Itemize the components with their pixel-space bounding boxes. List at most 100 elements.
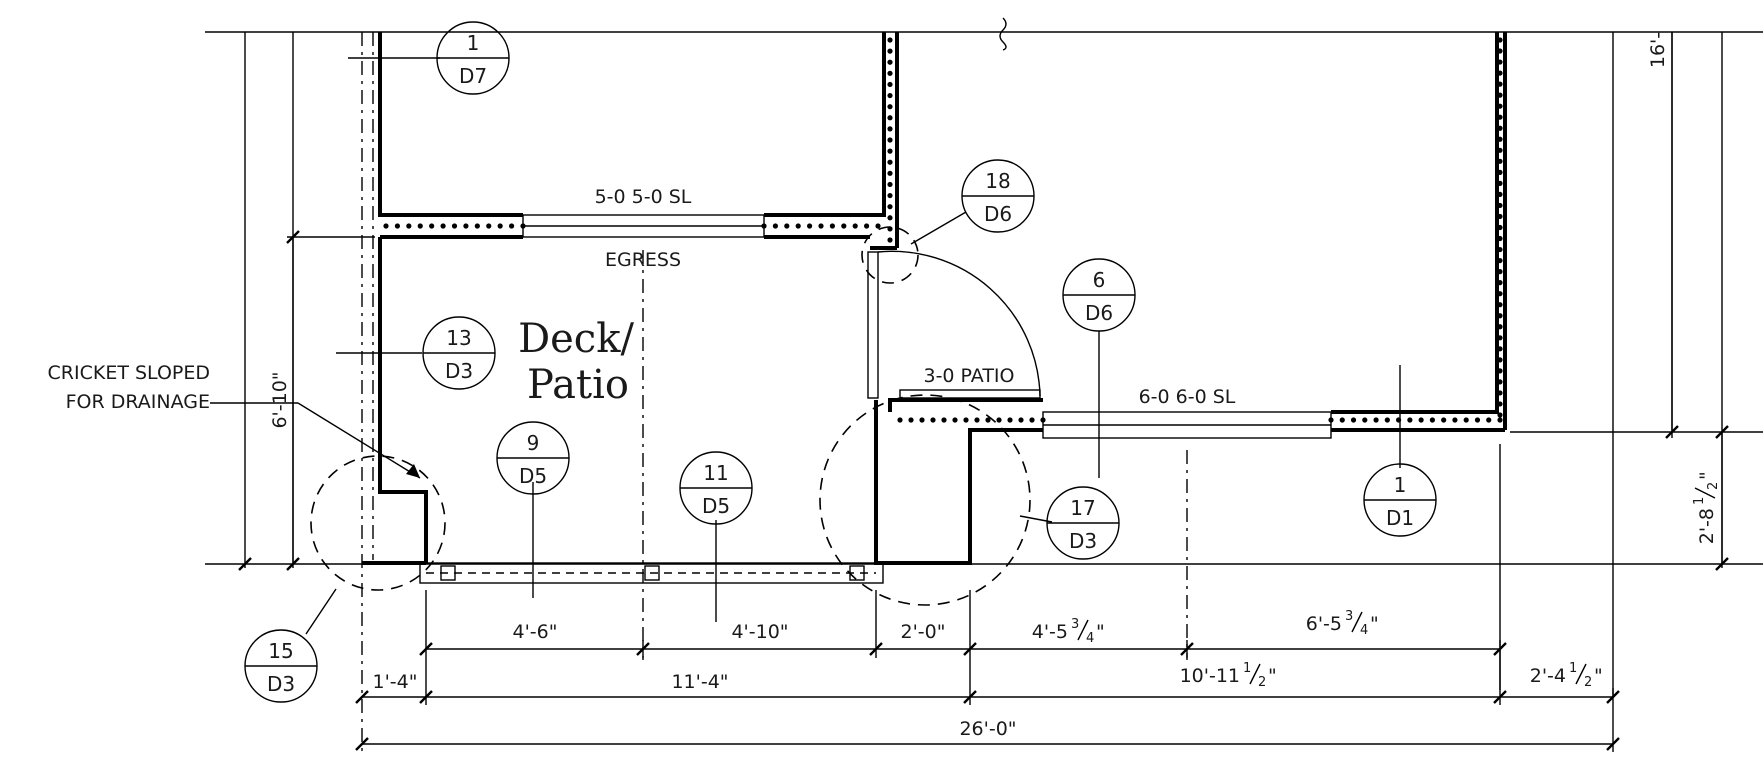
insulation-bead — [1463, 417, 1469, 423]
detail-number: 6 — [1093, 268, 1106, 292]
detail-sheet: D7 — [459, 64, 487, 88]
detail-sheet: D1 — [1386, 506, 1414, 530]
dim-fraction-text: 6'-5 3 4 " — [1306, 609, 1379, 638]
insulation-bead — [952, 417, 958, 423]
insulation-bead — [829, 223, 836, 229]
detail-number: 17 — [1070, 496, 1095, 520]
dim-fraction-text: 10'-11 1 2 " — [1180, 661, 1277, 690]
dim-fraction-text: 4'-5 3 4 " — [1032, 617, 1105, 646]
deck-beam — [419, 562, 884, 584]
svg-text:2'-8: 2'-8 — [1696, 508, 1718, 544]
detail-bubble[interactable]: 13 D3 — [422, 316, 496, 390]
dimension-row-1: 4'-6" 4'-10" 2'-0" 4'-5 3 4 " 6'-5 3 4 " — [513, 609, 1379, 646]
insulation-bead — [1497, 291, 1503, 297]
insulation-bead — [1418, 417, 1424, 423]
callout-line2: FOR DRAINAGE — [66, 391, 210, 413]
extension-lines — [205, 32, 1763, 698]
svg-text:2: 2 — [1258, 675, 1266, 690]
insulation-bead — [887, 37, 893, 43]
insulation-bead — [463, 223, 469, 229]
detail-bubble[interactable]: 1 D7 — [436, 21, 510, 95]
insulation-bead — [1497, 269, 1503, 275]
detail-bubble[interactable]: 11 D5 — [679, 451, 753, 525]
dim-text: 11'-4" — [671, 671, 728, 693]
svg-text:2: 2 — [1584, 675, 1592, 690]
upper-window — [522, 214, 765, 238]
svg-text:1: 1 — [1692, 497, 1707, 505]
svg-text:": " — [1096, 621, 1105, 643]
dim-text: 4'-6" — [513, 621, 558, 643]
detail-number: 1 — [467, 31, 480, 55]
svg-text:4'-5: 4'-5 — [1032, 621, 1068, 643]
insulation-bead — [1497, 412, 1503, 418]
detail-number: 1 — [1394, 473, 1407, 497]
svg-text:1: 1 — [1243, 661, 1251, 676]
dim-text: 1'-4" — [373, 671, 418, 693]
insulation-bead — [1497, 401, 1503, 407]
insulation-bead — [1497, 213, 1503, 220]
detail-bubble[interactable]: 18 D6 — [961, 159, 1035, 233]
insulation-bead — [1497, 147, 1503, 153]
insulation-bead — [1497, 313, 1503, 319]
svg-text:": " — [1370, 613, 1379, 635]
detail-circles — [310, 226, 1031, 606]
detail-sheet: D3 — [1069, 529, 1097, 553]
center-lines — [361, 32, 1188, 752]
detail-bubble[interactable]: 6 D6 — [1062, 258, 1136, 332]
insulation-bead — [941, 417, 947, 423]
insulation-bead — [1497, 125, 1503, 131]
insulation-bead — [486, 223, 492, 229]
detail-sheet: D3 — [445, 359, 473, 383]
detail-bubble[interactable]: 15 D3 — [244, 629, 318, 703]
insulation-bead — [1407, 417, 1413, 423]
dimension-ticks — [238, 230, 1729, 751]
opening-labels: 5-0 5-0 SL EGRESS 3-0 PATIO 6-0 6-0 SL — [595, 186, 1236, 408]
dimension-lines — [292, 32, 1723, 752]
svg-text:4: 4 — [1086, 631, 1094, 646]
callout-line1: CRICKET SLOPED — [48, 362, 210, 384]
insulation-bead — [1339, 417, 1345, 423]
patio-door-label: 3-0 PATIO — [923, 365, 1014, 387]
insulation-bead — [1497, 48, 1503, 54]
insulation-bead — [1497, 70, 1503, 76]
svg-text:3: 3 — [1071, 617, 1079, 632]
insulation-bead — [887, 115, 893, 121]
insulation-bead — [1497, 191, 1503, 198]
break-symbol — [999, 17, 1007, 51]
insulation-bead — [887, 192, 893, 199]
insulation-bead — [1497, 103, 1503, 109]
lower-window-label: 6-0 6-0 SL — [1139, 386, 1236, 408]
egress-label: EGRESS — [605, 249, 681, 271]
insulation-bead — [1497, 324, 1503, 330]
insulation-bead — [451, 223, 458, 229]
detail-bubble[interactable]: 1 D1 — [1363, 463, 1437, 537]
insulation-bead — [887, 215, 893, 221]
insulation-bead — [440, 223, 446, 229]
insulation-bead — [841, 223, 847, 229]
insulation-bead — [1497, 59, 1503, 65]
left-vertical-dimension: 6'-10" — [269, 371, 291, 428]
insulation-bead — [1497, 224, 1503, 231]
svg-text:3: 3 — [1345, 609, 1353, 624]
svg-text:": " — [1696, 471, 1718, 480]
insulation-bead — [1497, 390, 1503, 396]
svg-text:1: 1 — [1569, 661, 1577, 676]
svg-text:": " — [1594, 665, 1603, 687]
dim-fraction-text: 2'-4 1 2 " — [1530, 661, 1603, 690]
insulation-bead — [1497, 202, 1503, 209]
detail-bubble[interactable]: 9 D5 — [496, 421, 570, 495]
insulation-bead — [864, 223, 870, 229]
insulation-bead — [1497, 302, 1503, 308]
detail-bubble[interactable]: 17 D3 — [1046, 486, 1120, 560]
insulation-bead — [974, 417, 980, 423]
insulation-bead — [772, 223, 779, 229]
detail-sheet: D6 — [984, 202, 1012, 226]
insulation-bead — [795, 223, 801, 229]
svg-text:6'-5: 6'-5 — [1306, 613, 1342, 635]
insulation-bead — [1497, 357, 1503, 363]
insulation-bead — [1497, 158, 1503, 164]
insulation-bead — [1497, 169, 1503, 175]
insulation-bead — [887, 92, 893, 99]
insulation-bead — [1497, 235, 1503, 242]
